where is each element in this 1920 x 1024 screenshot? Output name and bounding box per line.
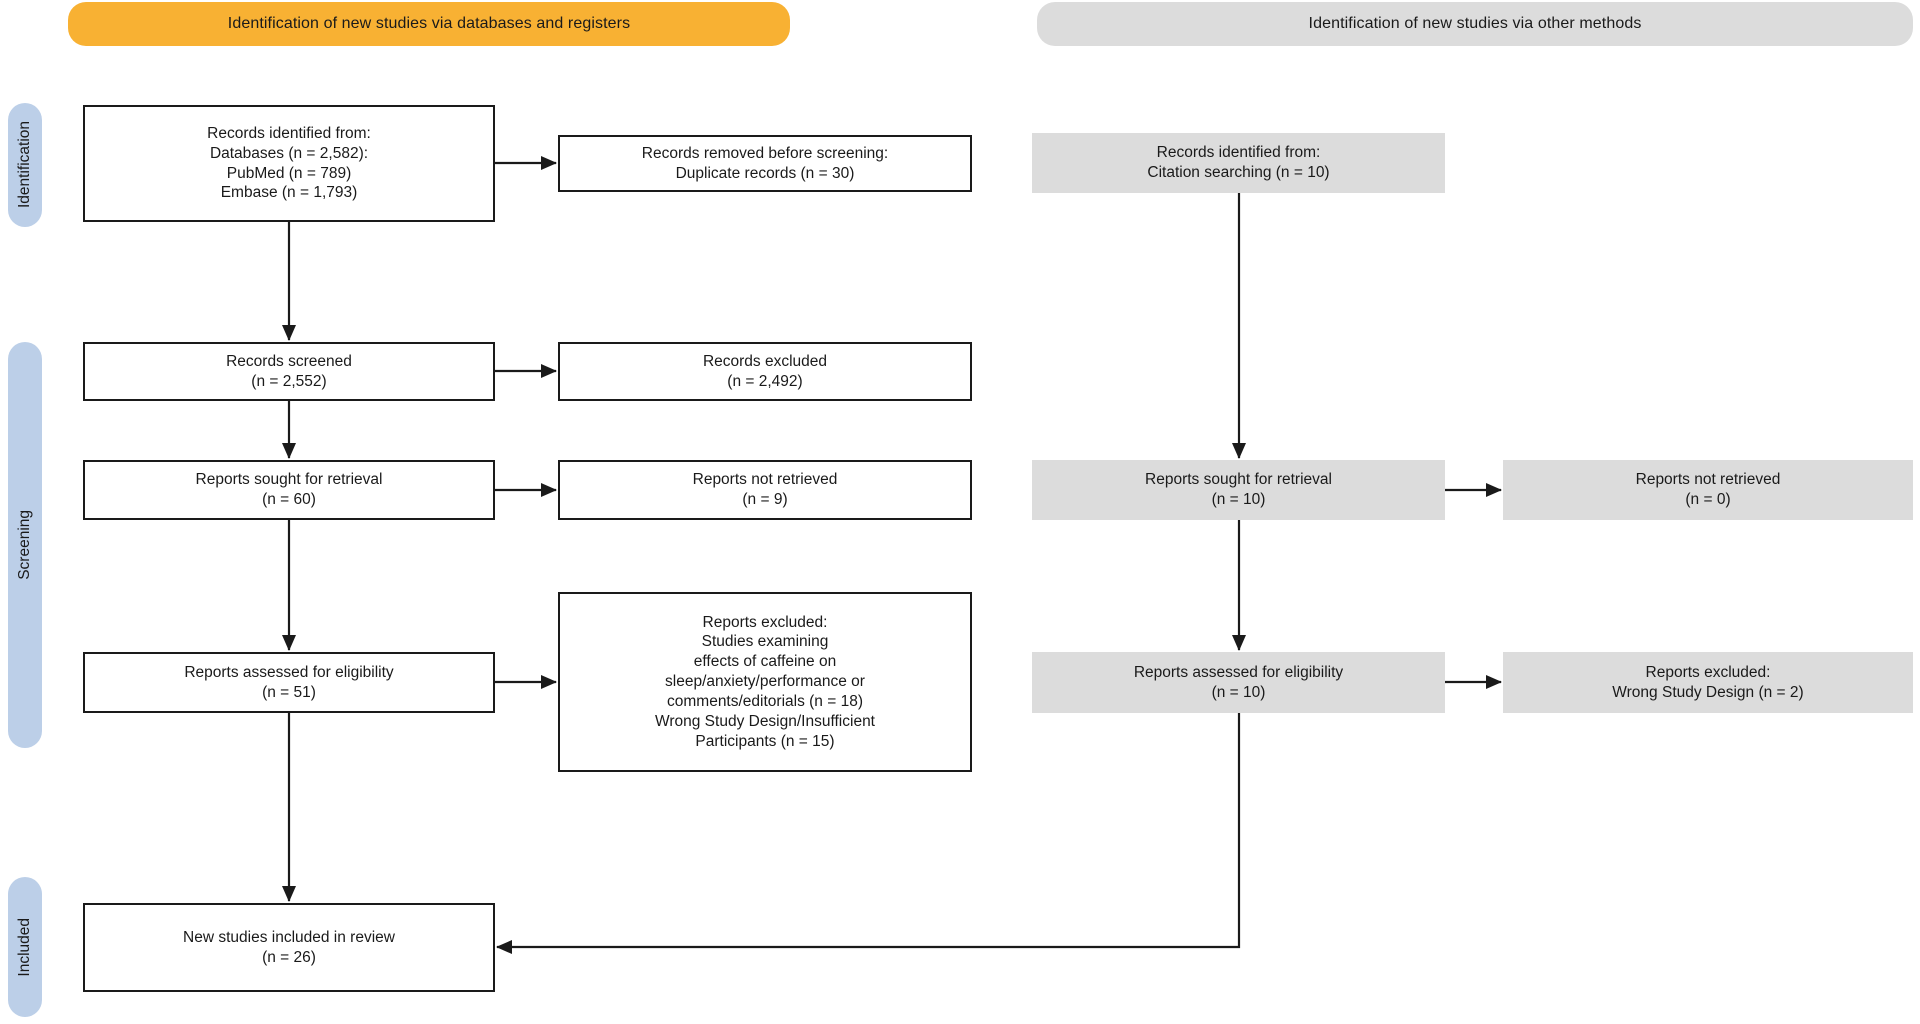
box-records-screened-text: Records screened (n = 2,552): [226, 352, 352, 390]
box-reports-sought-databases: Reports sought for retrieval (n = 60): [83, 460, 495, 520]
box-reports-assessed-other: Reports assessed for eligibility (n = 10…: [1032, 652, 1445, 713]
stage-label-screening: Screening: [8, 342, 42, 748]
box-new-studies-included: New studies included in review (n = 26): [83, 903, 495, 992]
box-reports-sought-databases-text: Reports sought for retrieval (n = 60): [195, 471, 383, 508]
box-reports-assessed-other-text: Reports assessed for eligibility (n = 10…: [1133, 663, 1344, 701]
stage-screening-text: Screening: [16, 510, 33, 580]
box-records-excluded-text: Records excluded (n = 2,492): [702, 352, 828, 390]
box-records-screened: Records screened (n = 2,552): [83, 342, 495, 401]
box-new-studies-included-text: New studies included in review (n = 26): [183, 928, 395, 966]
box-records-removed: Records removed before screening: Duplic…: [558, 135, 972, 192]
box-reports-assessed-databases: Reports assessed for eligibility (n = 51…: [83, 652, 495, 713]
banner-databases-registers: Identification of new studies via databa…: [68, 2, 790, 46]
stage-label-identification: Identification: [8, 103, 42, 227]
banner-other-methods-label: Identification of new studies via other …: [1308, 15, 1642, 32]
box-reports-not-retrieved-other-text: Reports not retrieved (n = 0): [1635, 471, 1781, 508]
box-reports-not-retrieved-other: Reports not retrieved (n = 0): [1503, 460, 1913, 520]
stage-identification-text: Identification: [16, 121, 33, 209]
box-records-excluded: Records excluded (n = 2,492): [558, 342, 972, 401]
stage-label-included: Included: [8, 877, 42, 1017]
box-reports-excluded-other-text: Reports excluded: Wrong Study Design (n …: [1612, 663, 1804, 701]
box-records-identified-citation-text: Records identified from: Citation search…: [1147, 144, 1330, 181]
box-reports-sought-other-text: Reports sought for retrieval (n = 10): [1145, 471, 1332, 508]
box-records-identified-databases: Records identified from: Databases (n = …: [83, 105, 495, 222]
box-reports-excluded-other: Reports excluded: Wrong Study Design (n …: [1503, 652, 1913, 713]
box-records-removed-text: Records removed before screening: Duplic…: [641, 144, 889, 182]
box-reports-not-retrieved-databases-text: Reports not retrieved (n = 9): [692, 471, 838, 508]
box-reports-assessed-databases-text: Reports assessed for eligibility (n = 51…: [184, 663, 394, 701]
stage-included-text: Included: [16, 917, 33, 977]
box-records-identified-citation: Records identified from: Citation search…: [1032, 133, 1445, 193]
box-reports-excluded-databases: Reports excluded: Studies examining effe…: [558, 592, 972, 772]
banner-other-methods: Identification of new studies via other …: [1037, 2, 1913, 46]
banner-databases-label: Identification of new studies via databa…: [227, 15, 631, 32]
box-reports-sought-other: Reports sought for retrieval (n = 10): [1032, 460, 1445, 520]
box-reports-excluded-databases-text: Reports excluded: Studies examining effe…: [655, 613, 875, 750]
box-reports-not-retrieved-databases: Reports not retrieved (n = 9): [558, 460, 972, 520]
box-records-identified-databases-text: Records identified from: Databases (n = …: [207, 124, 371, 202]
